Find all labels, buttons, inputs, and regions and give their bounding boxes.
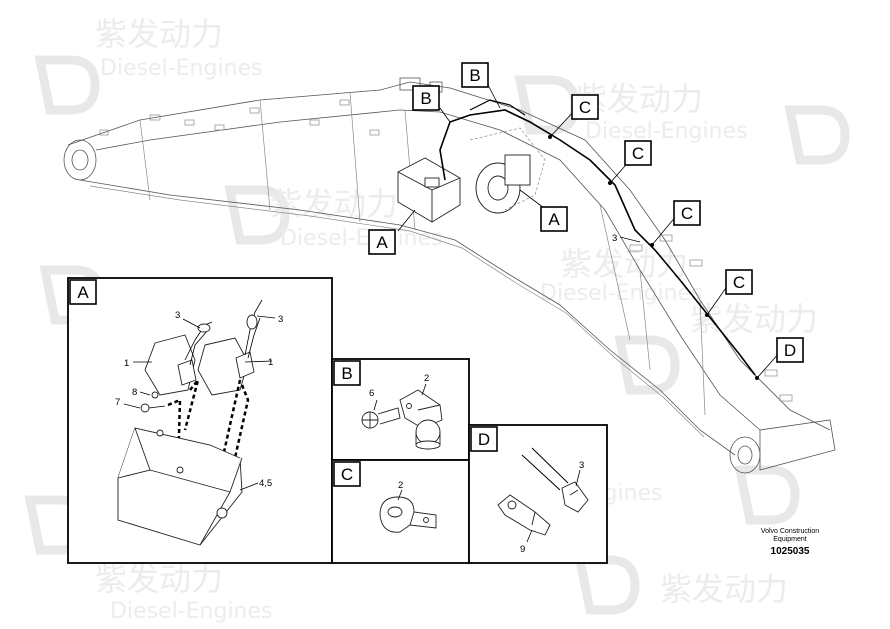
boom-label-3: 3 — [612, 233, 617, 244]
svg-text:C: C — [733, 273, 745, 292]
callout-C-1: C — [571, 94, 599, 120]
svg-text:A: A — [376, 233, 388, 252]
watermark-brand-en: Diesel-Engines — [100, 56, 263, 81]
detail-D-panel: D 3 9 — [468, 424, 608, 564]
callout-D-main: D — [776, 337, 804, 363]
detail-A-label-3a: 3 — [175, 310, 180, 321]
detail-D-title: D — [478, 430, 490, 449]
detail-C-label-2: 2 — [398, 480, 403, 491]
detail-A-title: A — [77, 283, 89, 302]
detail-B-label-2: 2 — [424, 373, 429, 384]
company-name-line2: Equipment — [773, 536, 807, 543]
watermark-brand-en: Diesel-Engines — [280, 226, 443, 251]
svg-text:B: B — [469, 66, 480, 85]
detail-D-label-9: 9 — [520, 544, 525, 555]
detail-A-label-7: 7 — [115, 397, 120, 408]
svg-text:A: A — [548, 210, 560, 229]
callout-C-3: C — [673, 200, 701, 226]
callout-A-main: A — [368, 229, 396, 255]
watermark-brand-en: Diesel-Engines — [110, 599, 273, 624]
footer-block: Volvo Construction Equipment 1025035 — [761, 528, 819, 557]
callout-B-second: B — [412, 85, 440, 111]
svg-text:B: B — [420, 89, 431, 108]
svg-text:C: C — [632, 144, 644, 163]
detail-D-label-3: 3 — [579, 460, 584, 471]
detail-A-label-45: 4,5 — [259, 478, 272, 489]
callout-C-2: C — [624, 140, 652, 166]
detail-A-label-1a: 1 — [124, 358, 129, 369]
callout-C-4: C — [725, 269, 753, 295]
callout-A-main-2: A — [540, 206, 568, 232]
drawing-number: 1025035 — [771, 546, 810, 557]
sensor-box-main — [397, 157, 461, 223]
svg-text:D: D — [784, 341, 796, 360]
detail-B-panel: B 6 2 — [331, 358, 470, 461]
detail-A-label-8: 8 — [132, 387, 137, 398]
watermark-brand-cn: 紫发动力 — [690, 300, 818, 338]
swivel-assembly — [469, 127, 546, 214]
company-name-line1: Volvo Construction — [761, 528, 819, 535]
detail-B-title: B — [341, 364, 352, 383]
detail-B-label-6: 6 — [369, 388, 374, 399]
watermark-brand-cn: 紫发动力 — [660, 570, 788, 608]
svg-text:C: C — [681, 204, 693, 223]
svg-text:C: C — [579, 98, 591, 117]
detail-A-panel: A 3 — [67, 277, 333, 564]
watermark-brand-cn: 紫发动力 — [95, 15, 223, 53]
watermark-brand-en: Diesel-Engines — [585, 119, 748, 144]
watermark-brand-en: Diesel-Engines — [540, 281, 703, 306]
detail-A-label-3b: 3 — [278, 314, 283, 325]
boom-structure — [63, 77, 836, 474]
callout-leaders — [397, 84, 781, 379]
watermark-brand-cn: 紫发动力 — [270, 185, 398, 223]
watermark-brand-cn: 紫发动力 — [95, 560, 223, 598]
callout-B-top: B — [461, 62, 489, 88]
watermark-brand-cn: 紫发动力 — [560, 245, 688, 283]
detail-C-title: C — [341, 465, 353, 484]
detail-C-panel: C 2 — [331, 459, 470, 564]
detail-A-label-1b: 1 — [268, 357, 273, 368]
